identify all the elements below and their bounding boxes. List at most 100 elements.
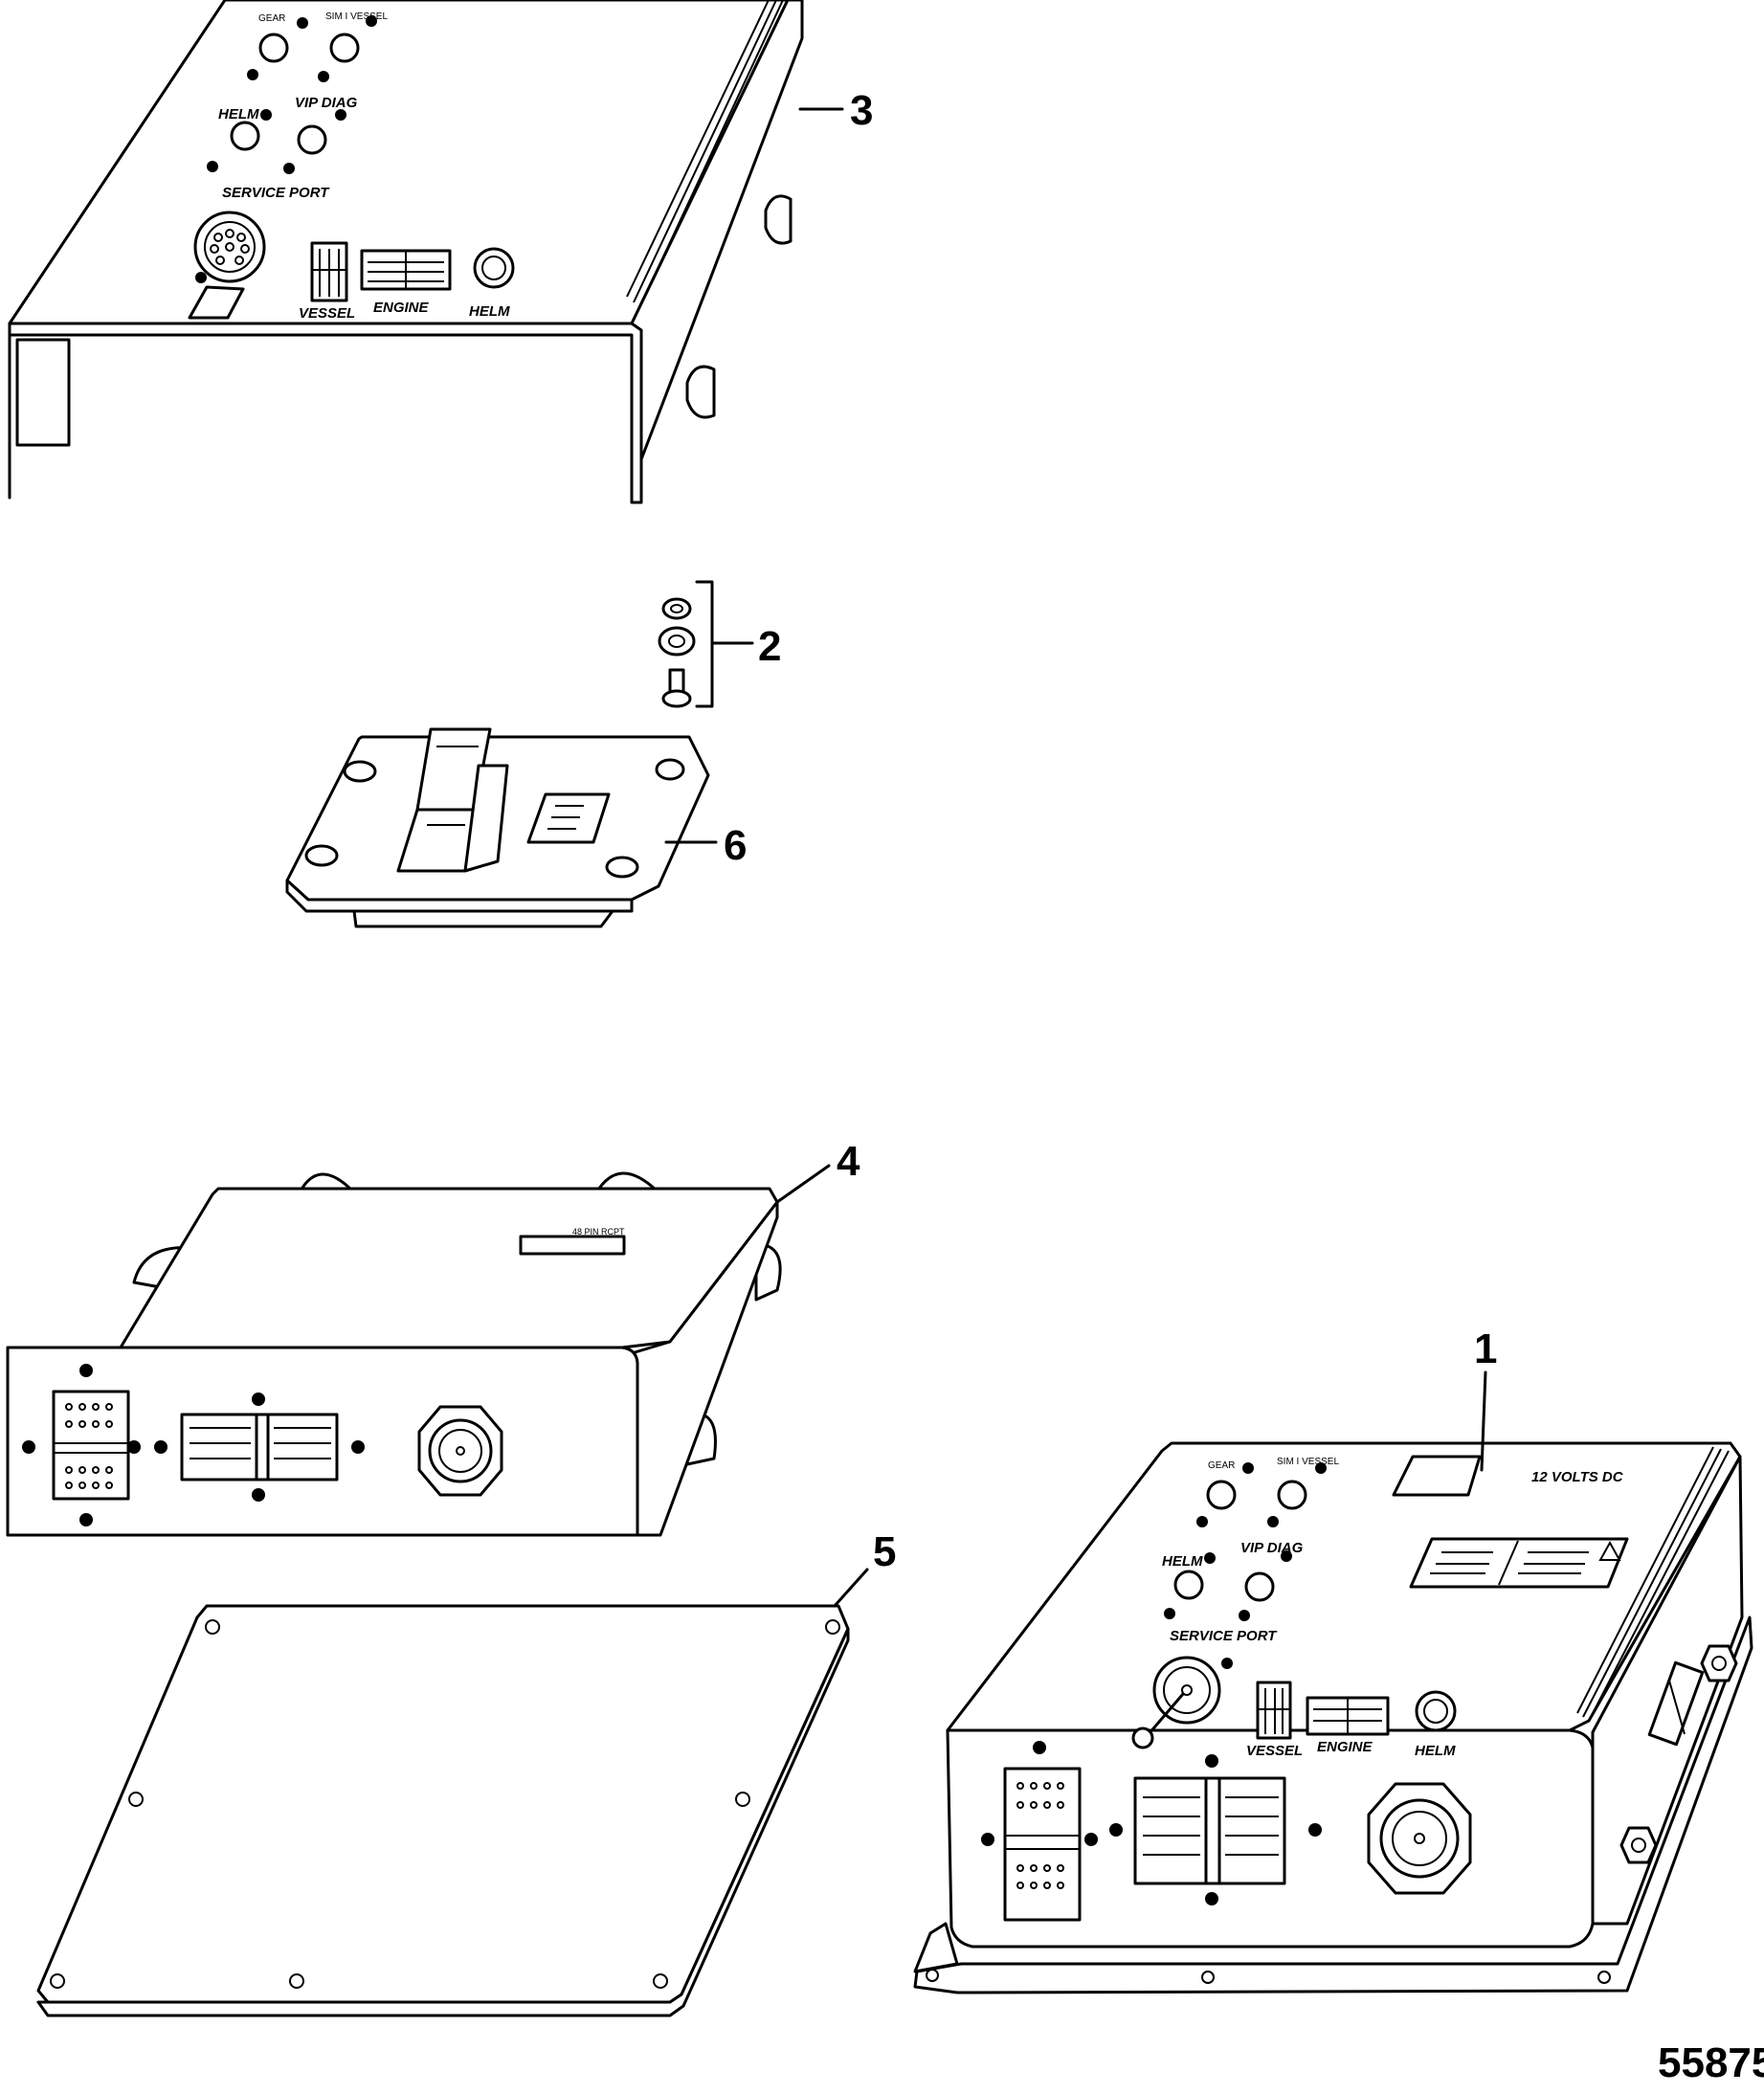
screw [981, 1833, 994, 1846]
engine-label: ENGINE [373, 300, 430, 316]
screw [1239, 1610, 1250, 1621]
grommet [658, 626, 696, 657]
module-label [526, 792, 611, 844]
helm-round-connector [417, 1405, 503, 1497]
screw-hole [205, 1619, 220, 1635]
screw [1164, 1608, 1175, 1619]
sim-vessel-label: SIM I VESSEL [325, 11, 388, 22]
screw [1109, 1823, 1123, 1837]
screw [1315, 1462, 1327, 1474]
screw [207, 161, 218, 172]
screw [1267, 1516, 1279, 1527]
complete-assembly-part-1: GEAR SIM I VESSEL HELM VIP DIAG SERVICE … [913, 1325, 1753, 1994]
engine-label: ENGINE [1317, 1739, 1373, 1755]
vip-diag-label: VIP DIAG [1240, 1540, 1304, 1556]
service-port-label: SERVICE PORT [222, 185, 330, 201]
screw [318, 71, 329, 82]
screw [1204, 1552, 1216, 1564]
screw [1033, 1741, 1046, 1754]
screw [297, 17, 308, 29]
mount-hole [605, 856, 639, 879]
harness-connector [396, 727, 509, 873]
service-port-connector [188, 211, 266, 320]
sim-vessel-port [329, 33, 360, 63]
screw-hole [926, 1969, 939, 1982]
base-housing-part-4: 48 PIN RCPT [6, 1138, 860, 1537]
vip-diag-port [297, 124, 327, 155]
screw-hole [289, 1973, 304, 1989]
receptacle-label: 48 PIN RCPT [572, 1227, 625, 1236]
screw [260, 109, 272, 121]
helm-round-connector [473, 247, 515, 289]
callout-4: 4 [837, 1138, 860, 1185]
helm-round-connector [1415, 1690, 1457, 1732]
screw [1205, 1754, 1218, 1768]
gear-port [1206, 1480, 1237, 1510]
screw [127, 1440, 141, 1454]
screw-hole [653, 1973, 668, 1989]
helm-connector-label: HELM [469, 303, 510, 320]
screw [1196, 1516, 1208, 1527]
callout-1-leader [1480, 1370, 1487, 1472]
callout-5-leader [833, 1568, 869, 1608]
mount-hole [343, 760, 377, 783]
screw [1221, 1658, 1233, 1669]
mounting-ear [685, 365, 716, 419]
vessel-connector [1003, 1767, 1082, 1922]
bracket [695, 580, 714, 708]
engine-connector [360, 249, 452, 291]
service-port-cap [1131, 1656, 1221, 1749]
vessel-label: VESSEL [299, 305, 355, 322]
screw-hole [735, 1792, 750, 1807]
helm-port [1173, 1570, 1204, 1600]
screw-hole [1201, 1971, 1215, 1984]
screw [1242, 1462, 1254, 1474]
top-cover-part-3: GEAR SIM I VESSEL HELM VIP DIAG SERVICE … [8, 0, 873, 504]
callout-3: 3 [850, 87, 873, 134]
helm-round-connector [1367, 1782, 1472, 1895]
callout-4-leader [775, 1164, 831, 1204]
screw-hole [1597, 1971, 1611, 1984]
callout-6: 6 [724, 822, 747, 869]
engine-connector [1306, 1696, 1390, 1736]
engine-connector [180, 1413, 339, 1481]
screw-hole [128, 1792, 144, 1807]
callout-2: 2 [758, 623, 781, 670]
sim-vessel-port [1277, 1480, 1307, 1510]
screw [22, 1440, 35, 1454]
helm-label: HELM [218, 106, 259, 123]
vessel-connector [1256, 1681, 1292, 1740]
receptacle-slot [519, 1235, 626, 1256]
helm-connector-label: HELM [1415, 1743, 1456, 1759]
gear-label: GEAR [1208, 1460, 1235, 1471]
bottom-plate-part-5: 5 [36, 1528, 896, 2017]
voltage-label: 12 VOLTS DC [1531, 1469, 1624, 1485]
side-connector [1647, 1660, 1705, 1747]
screw [252, 1488, 265, 1502]
mount-hole [655, 758, 685, 781]
vip-diag-label: VIP DIAG [295, 95, 358, 111]
screw [247, 69, 258, 80]
washer [661, 597, 692, 620]
mounting-ear [764, 194, 793, 245]
service-port-label: SERVICE PORT [1170, 1628, 1278, 1644]
stud-nut [1619, 1826, 1658, 1864]
screw [252, 1392, 265, 1406]
stud-nut [1700, 1644, 1738, 1682]
gear-port [258, 33, 289, 63]
helm-port [230, 121, 260, 151]
screw [283, 163, 295, 174]
vessel-connector [310, 241, 348, 302]
vessel-label: VESSEL [1246, 1743, 1303, 1759]
engine-connector [1133, 1776, 1286, 1885]
screw [351, 1440, 365, 1454]
fastener-kit-part-2: 2 [658, 580, 781, 708]
bolt [661, 668, 692, 708]
module-plate-part-6: 6 [285, 727, 747, 928]
screw [1308, 1823, 1322, 1837]
screw [335, 109, 346, 121]
screw-hole [825, 1619, 840, 1635]
mount-hole [304, 844, 339, 867]
screw [1281, 1550, 1292, 1562]
